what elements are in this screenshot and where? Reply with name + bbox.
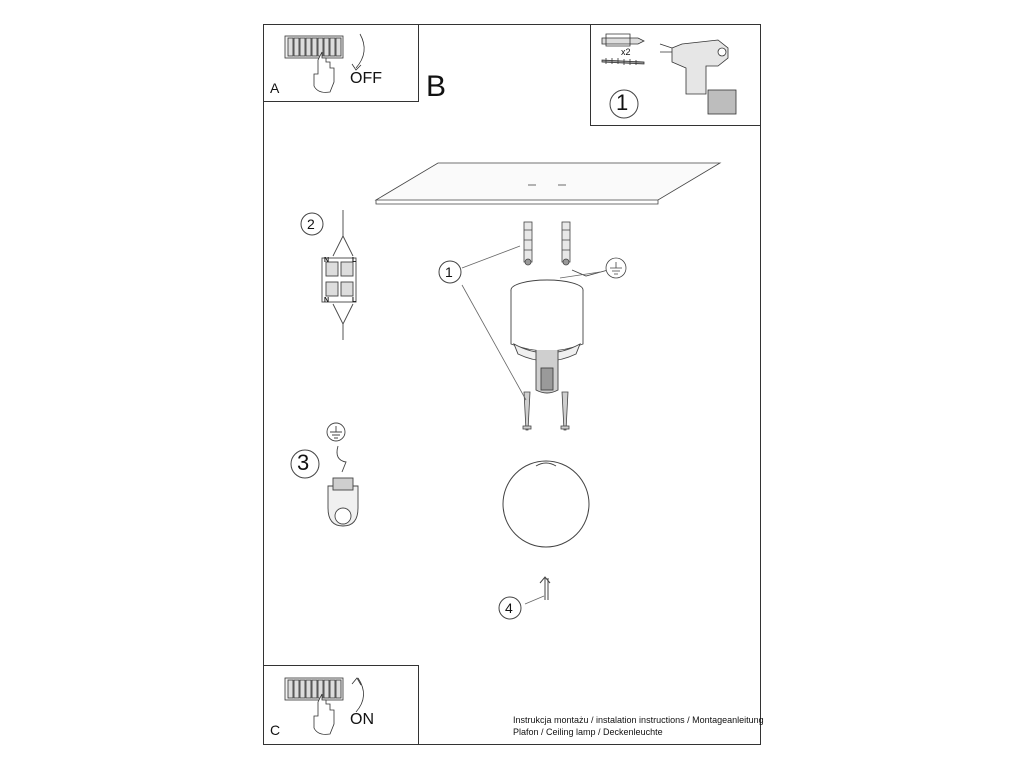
lamp-canopy <box>510 269 609 394</box>
panel-a-letter: A <box>270 80 280 96</box>
step-2-terminal-block <box>321 210 357 340</box>
step-4-number: 4 <box>505 600 513 616</box>
panel-c-letter: C <box>270 722 281 738</box>
anchor-and-screw-icon <box>601 33 645 65</box>
step-3-number: 3 <box>297 450 310 475</box>
panel-b-letter: B <box>426 70 447 103</box>
breaker-panel-off-illustration <box>284 33 365 93</box>
caption-line-2: Plafon / Ceiling lamp / Deckenleuchte <box>513 727 663 737</box>
glass-globe-shade <box>502 460 590 548</box>
step-1-number: 1 <box>445 264 453 280</box>
leader-lines <box>461 245 601 605</box>
panel-c-box <box>263 665 419 745</box>
anchor-quantity: x2 <box>621 47 631 57</box>
neutral-label-top: N <box>324 257 330 264</box>
switch-off-label: OFF <box>350 70 382 87</box>
insert-arrow-up <box>539 576 551 600</box>
tools-step-number: 1 <box>616 90 629 115</box>
neutral-label-bottom: N <box>324 297 330 304</box>
sheet-border <box>263 24 761 745</box>
mounting-screws <box>522 391 570 431</box>
live-label-top: L <box>352 257 357 264</box>
switch-on-label: ON <box>350 711 374 728</box>
caption-line-1: Instrukcja montażu / instalation instruc… <box>513 715 764 725</box>
step-2-number: 2 <box>307 216 315 232</box>
wall-anchors <box>523 221 571 266</box>
ground-symbol-top <box>605 257 627 279</box>
breaker-panel-on-illustration <box>284 677 364 735</box>
power-drill-icon <box>659 39 737 115</box>
panel-tools-box <box>590 24 761 126</box>
step-3-ground-clamp <box>326 422 359 527</box>
step-callout-circles <box>290 89 639 620</box>
live-label-bottom: L <box>352 297 357 304</box>
ceiling-plate <box>374 162 722 205</box>
panel-a-box <box>263 24 419 102</box>
